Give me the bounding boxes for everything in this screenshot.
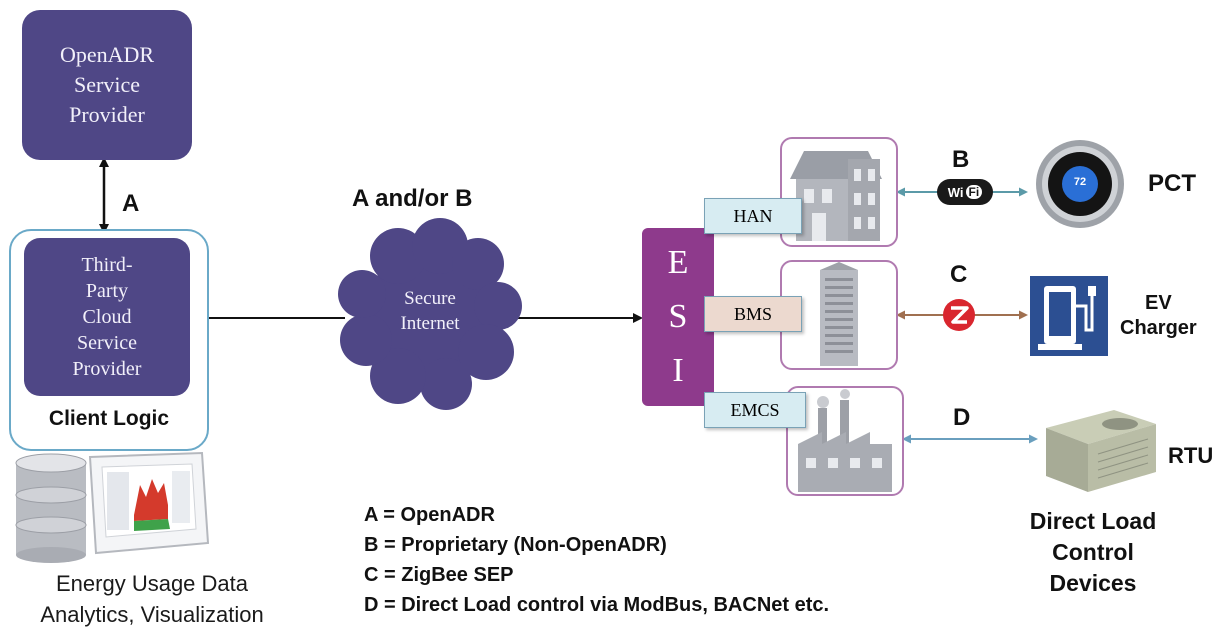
provider-line: Provider: [69, 102, 145, 127]
han-tag: HAN: [704, 198, 802, 234]
house-icon: [790, 151, 882, 241]
esi-letter: S: [668, 298, 688, 335]
link-b-label: B: [952, 146, 970, 173]
skyscraper-icon: [820, 262, 858, 366]
secure-internet-label: Secure Internet: [360, 286, 500, 336]
legend: A = OpenADR B = Proprietary (Non-OpenADR…: [364, 504, 829, 624]
legend-line: D = Direct Load control via ModBus, BACN…: [364, 594, 830, 616]
bms-tag: BMS: [704, 296, 802, 332]
legend-line: B = Proprietary (Non-OpenADR): [364, 534, 667, 556]
ev-charger-label: EV Charger: [1120, 291, 1197, 341]
internet-line: Internet: [400, 313, 460, 334]
energy-analytics-illustration: [15, 451, 210, 563]
factory-icon: [798, 389, 892, 492]
provider-line: Service: [74, 72, 140, 97]
wifi-badge-right: Fi: [965, 185, 983, 199]
ev-charger-icon: [1030, 276, 1108, 356]
legend-line: A = OpenADR: [364, 504, 495, 526]
energy-caption-line: Analytics, Visualization: [40, 602, 264, 627]
dlc-label-line: Direct Load: [1029, 508, 1157, 534]
internet-line: Secure: [404, 288, 456, 309]
database-icon: [15, 453, 87, 563]
energy-usage-caption: Energy Usage Data Analytics, Visualizati…: [2, 568, 302, 630]
emcs-tag: EMCS: [704, 392, 806, 428]
esi-letter: I: [672, 352, 684, 389]
third-party-cloud-provider-box: Third- Party Cloud Service Provider: [24, 238, 190, 396]
pct-label: PCT: [1148, 170, 1196, 197]
rooftop-unit-icon: [1046, 410, 1156, 492]
cloud-provider-line: Provider: [72, 358, 142, 380]
thermostat-icon: [1036, 140, 1124, 228]
cloud-provider-line: Service: [77, 332, 137, 354]
dlc-label-line: Devices: [1049, 570, 1137, 596]
zigbee-icon: [943, 299, 975, 331]
thermostat-reading: 72: [1073, 176, 1087, 188]
link-c-label: C: [950, 261, 968, 288]
cloud-icon: [338, 218, 522, 410]
cloud-provider-line: Third-: [81, 254, 133, 276]
ev-label-line: Charger: [1120, 317, 1197, 339]
legend-line: C = ZigBee SEP: [364, 564, 514, 586]
esi-bar: E S I: [642, 228, 714, 406]
rtu-label: RTU: [1168, 443, 1214, 468]
openadr-service-provider-box: OpenADR Service Provider: [22, 10, 192, 160]
analytics-screen-icon: [88, 451, 210, 555]
wifi-badge: Wi Fi: [937, 179, 993, 205]
link-a-label: A: [122, 190, 140, 217]
provider-line: OpenADR: [59, 42, 155, 67]
cloud-provider-line: Cloud: [82, 306, 132, 328]
cloud-provider-line: Party: [85, 280, 129, 302]
esi-letter: E: [667, 244, 689, 281]
direct-load-devices-label: Direct Load Control Devices: [1004, 506, 1182, 599]
wifi-badge-left: Wi: [947, 184, 964, 200]
ev-label-line: EV: [1145, 292, 1172, 314]
internet-caption: A and/or B: [352, 185, 473, 212]
dlc-label-line: Control: [1052, 539, 1134, 565]
energy-caption-line: Energy Usage Data: [56, 571, 248, 596]
client-logic-label: Client Logic: [48, 407, 170, 430]
link-d-label: D: [953, 404, 971, 431]
